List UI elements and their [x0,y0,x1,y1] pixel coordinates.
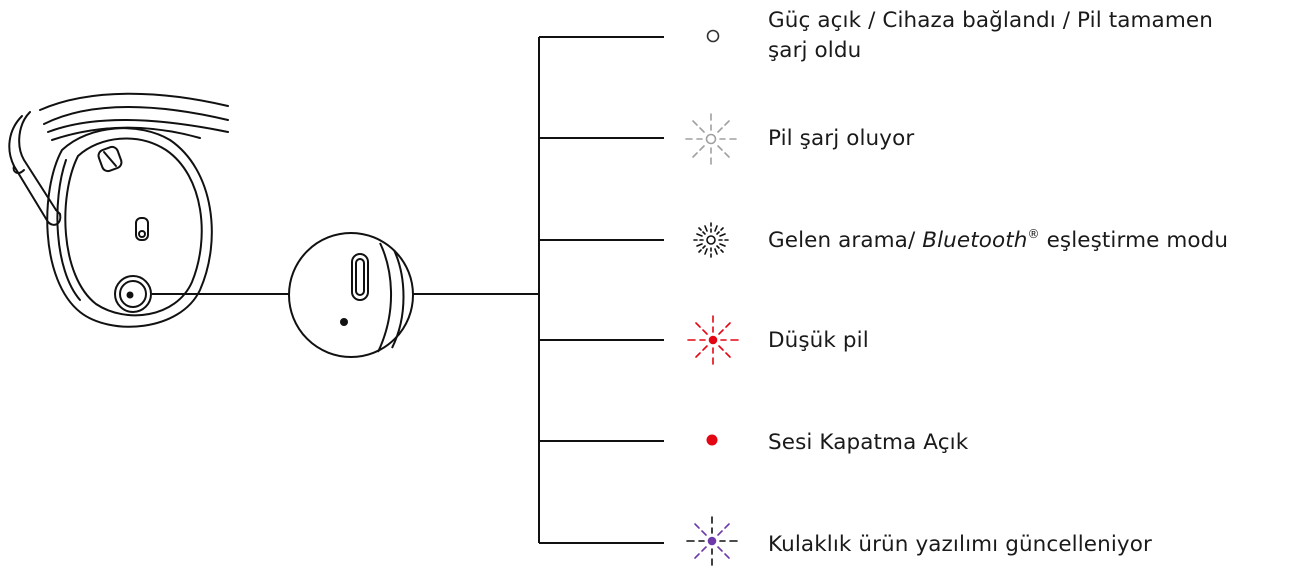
legend-label-firmware: Kulaklık ürün yazılımı güncelleniyor [768,532,1152,557]
led-blink-purple-icon [686,516,738,566]
led-blink-red-icon [687,315,739,365]
registered-mark: ® [1027,227,1040,241]
legend-label-mute: Sesi Kapatma Açık [768,430,969,455]
legend-bracket [538,36,664,544]
legend-label-power-line2: şarj oldu [768,38,862,63]
legend-label-low-battery: Düşük pil [768,328,869,353]
legend-label-power: Güç açık / Cihaza bağlandı / Pil tamamen… [768,6,1213,66]
headset-illustration [8,92,229,328]
led-pulse-icon [693,222,729,258]
legend-label-pairing-brand: Bluetooth [922,228,1028,253]
legend-label-pairing-suffix: eşleştirme modu [1039,228,1229,253]
legend-label-charging: Pil şarj oluyor [768,126,915,151]
led-solid-red-icon [706,434,718,446]
magnified-led-detail [288,232,414,358]
legend-label-pairing-prefix: Gelen arama/ [768,228,923,253]
led-off-circle-icon [706,29,720,43]
legend-label-pairing: Gelen arama/ Bluetooth® eşleştirme modu [768,226,1228,256]
legend-label-power-line1: Güç açık / Cihaza bağlandı / Pil tamamen [768,8,1213,33]
led-blink-white-icon [685,113,737,165]
